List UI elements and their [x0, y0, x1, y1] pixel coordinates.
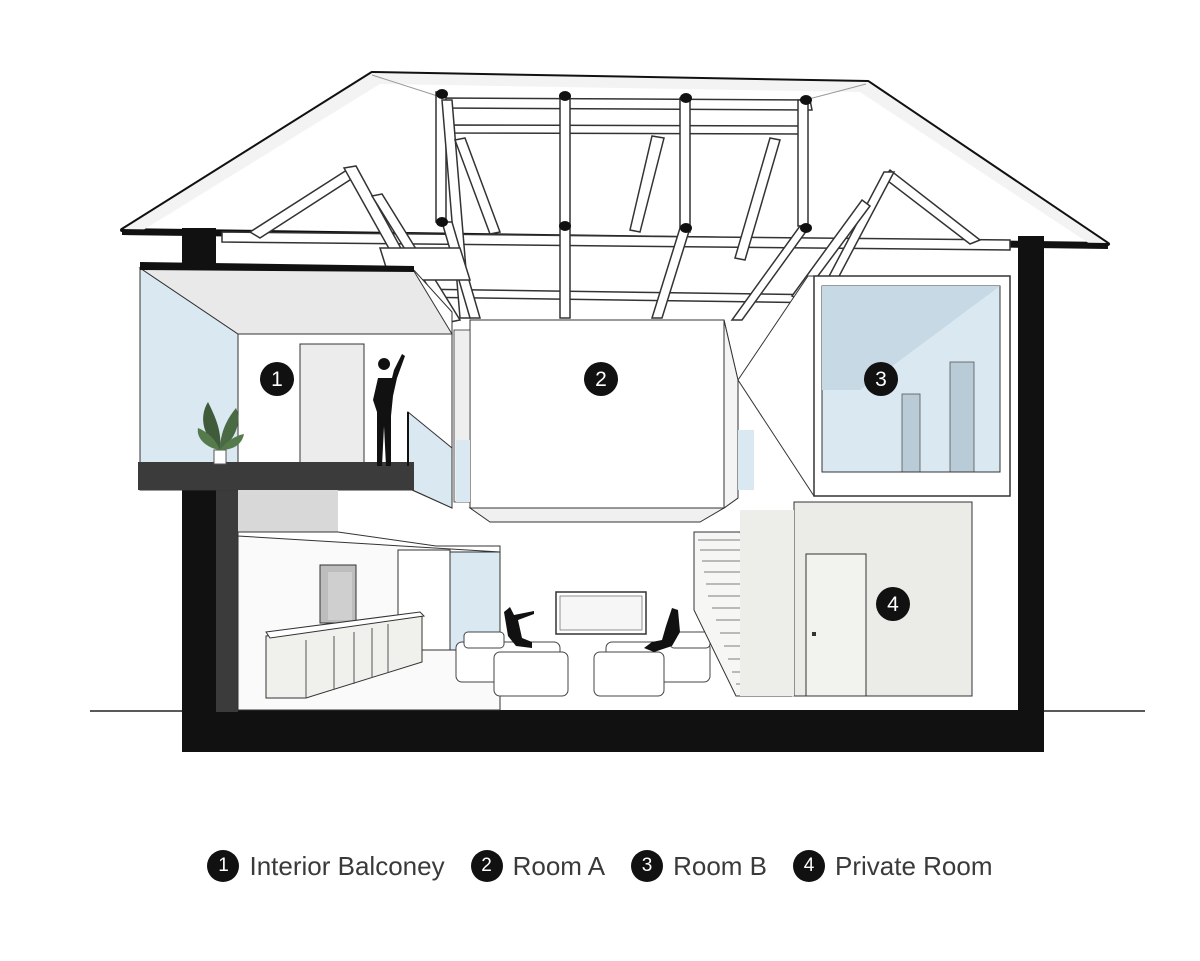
balcony-module [138, 262, 501, 553]
marker-3: 3 [864, 362, 898, 396]
marker-2-label: 2 [595, 368, 607, 391]
marker-4-label: 4 [887, 593, 899, 616]
legend-badge-1: 1 [207, 850, 240, 882]
marker-2: 2 [584, 362, 618, 396]
legend-label-3: Room B [673, 850, 768, 881]
marker-1: 1 [260, 362, 294, 396]
person-standing [373, 354, 405, 466]
legend-item-room-a: 2 Room A [470, 850, 606, 882]
legend-badge-3: 3 [631, 850, 664, 882]
person-seated-right [644, 608, 680, 652]
legend: 1 Interior Balconey 2 Room A 3 Room B 4 … [0, 842, 1200, 890]
legend-item-private-room: 4 Private Room [793, 850, 993, 882]
private-room-door [805, 553, 867, 697]
legend-label-2: Room A [512, 850, 606, 881]
legend-item-room-b: 3 Room B [631, 850, 767, 882]
plant [197, 402, 244, 465]
person-seated-left [504, 607, 534, 648]
room-a-module [453, 319, 754, 523]
ground-floor [237, 501, 1018, 711]
legend-item-interior-balcony: 1 Interior Balconey [207, 850, 445, 882]
marker-3-label: 3 [875, 368, 887, 391]
legend-badge-4: 4 [793, 850, 826, 882]
legend-badge-2: 2 [470, 850, 503, 882]
sofa-left [455, 631, 569, 697]
legend-label-1: Interior Balconey [249, 850, 445, 881]
legend-label-4: Private Room [835, 850, 993, 881]
truss-joints [436, 89, 812, 233]
marker-1-label: 1 [271, 368, 283, 391]
marker-4: 4 [876, 587, 910, 621]
sofa-right [593, 631, 711, 697]
